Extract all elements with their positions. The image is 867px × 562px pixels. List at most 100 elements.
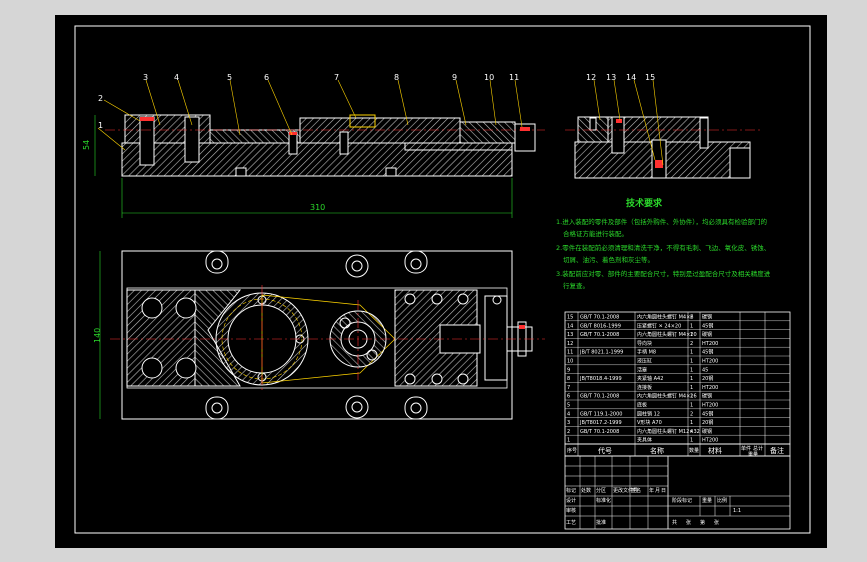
front-view: 310 54 — [82, 114, 545, 218]
parts-cell-no: 14 — [567, 323, 573, 329]
parts-cell-name: V形块 A70 — [637, 419, 662, 426]
parts-cell-mat: 碳钢 — [702, 314, 712, 321]
title-block-label: 年 — [649, 487, 654, 494]
parts-cell-mat: HT200 — [702, 438, 718, 444]
title-block-label: 重量 — [702, 497, 712, 504]
callout-13: 13 — [606, 73, 616, 82]
parts-cell-mat: 碳钢 — [702, 428, 712, 435]
parts-cell-mat: 45 — [702, 367, 708, 373]
tech-line-4: 切屑、油污、着色剂和灰尘等。 — [563, 255, 654, 264]
callout-10: 10 — [484, 73, 494, 82]
title-block-scale: 1:1 — [733, 508, 741, 514]
parts-cell-mat: 碳钢 — [702, 331, 712, 338]
callout-11: 11 — [509, 73, 519, 82]
side-view-callouts: 12 13 14 15 — [586, 73, 664, 166]
title-block-label: 处数 — [581, 487, 591, 494]
callout-8: 8 — [394, 73, 399, 82]
title-block-label: 阶段标记 — [672, 497, 692, 504]
tech-line-3: 2.零件在装配前必须清理和清洗干净，不得有毛刺、飞边、氧化皮、锈蚀、 — [556, 243, 770, 252]
parts-cell-no: 11 — [567, 350, 573, 356]
parts-cell-no: 2 — [567, 429, 570, 435]
parts-cell-mat: 20钢 — [702, 375, 713, 382]
title-block-label: 日 — [661, 488, 666, 494]
sheet-border — [74, 25, 811, 534]
parts-cell-name: 连接板 — [637, 384, 652, 391]
title-block-label: 比例 — [717, 497, 727, 504]
title-block-label: 设计 — [566, 497, 576, 504]
callout-5: 5 — [227, 73, 232, 82]
parts-cell-qty: 1 — [690, 332, 693, 338]
parts-cell-name: 压紧螺钉 ✕ 24×20 — [637, 322, 681, 329]
parts-cell-no: 6 — [567, 394, 570, 400]
parts-cell-no: 3 — [567, 420, 570, 426]
callout-9: 9 — [452, 73, 457, 82]
parts-cell-no: 1 — [567, 438, 570, 444]
parts-cell-no: 4 — [567, 411, 570, 417]
parts-cell-no: 5 — [567, 403, 570, 409]
dim-length: 310 — [310, 203, 325, 212]
callout-6: 6 — [264, 73, 269, 82]
parts-cell-name: 夹具体 — [637, 437, 652, 444]
title-block-label: 更改文件号 — [613, 487, 638, 494]
parts-cell-name: 底板 — [637, 402, 647, 409]
hdr-qty: 数量 — [689, 447, 699, 454]
parts-cell-qty: 1 — [690, 385, 693, 391]
parts-cell-qty: 2 — [690, 341, 693, 347]
hdr-remark: 备注 — [770, 446, 784, 455]
parts-cell-qty: 1 — [690, 359, 693, 365]
hdr-weight: 重量 — [748, 451, 758, 458]
parts-cell-code: JB/T 8021.1-1999 — [579, 350, 623, 356]
title-block-label: 月 — [655, 488, 660, 494]
parts-cell-qty: 1 — [690, 376, 693, 382]
parts-cell-name: 液压缸 — [637, 358, 652, 365]
parts-cell-no: 7 — [567, 385, 570, 391]
callout-3: 3 — [143, 73, 148, 82]
tech-line-6: 行复查。 — [563, 281, 589, 290]
parts-cell-qty: 1 — [690, 350, 693, 356]
parts-cell-mat: HT200 — [702, 403, 718, 409]
parts-cell-code: GB/T 70.1-2008 — [580, 332, 619, 338]
parts-cell-code: JB/T8017.2-1999 — [579, 420, 622, 426]
title-block-label: 签名 — [631, 487, 641, 494]
parts-cell-no: 15 — [567, 315, 573, 321]
callout-1: 1 — [98, 121, 103, 130]
parts-cell-no: 9 — [567, 367, 570, 373]
hdr-total-weight: 总计 — [753, 445, 763, 452]
title-block-label: 批准 — [596, 519, 606, 526]
tech-line-1: 1.进入装配的零件及部件（包括外购件、外协件），均必须具有检验部门的 — [556, 217, 767, 226]
parts-cell-mat: 碳钢 — [702, 393, 712, 400]
parts-cell-no: 13 — [567, 332, 573, 338]
parts-cell-mat: HT200 — [702, 385, 718, 391]
parts-cell-mat: HT200 — [702, 359, 718, 365]
parts-cell-mat: 45钢 — [702, 322, 713, 329]
top-view: 140 — [93, 250, 545, 420]
hdr-name: 名称 — [650, 446, 664, 455]
parts-cell-name: 内六角圆柱头螺钉 M4×6 — [637, 314, 693, 321]
callout-4: 4 — [174, 73, 179, 82]
parts-cell-name: 夹紧轴 A42 — [637, 375, 663, 382]
parts-cell-name: 内六角圆柱头螺钉 M12×32 — [637, 428, 700, 435]
parts-cell-qty: 1 — [690, 323, 693, 329]
parts-cell-name: 导向块 — [637, 340, 652, 347]
parts-cell-name: 内六角圆柱头螺钉 M4×16 — [637, 393, 697, 400]
tech-title: 技术要求 — [626, 197, 663, 209]
parts-cell-code: JB/T8018.4-1999 — [579, 376, 622, 382]
parts-cell-no: 8 — [567, 376, 570, 382]
parts-cell-mat: 45钢 — [702, 349, 713, 356]
parts-cell-mat: HT200 — [702, 341, 718, 347]
parts-cell-qty: 2 — [690, 315, 693, 321]
hdr-unit-weight: 单件 — [741, 445, 751, 452]
hdr-mat: 材料 — [708, 446, 722, 455]
parts-cell-no: 10 — [567, 359, 573, 365]
parts-cell-code: GB/T 70.1-2008 — [580, 429, 619, 435]
title-block-label: 张 — [686, 519, 691, 526]
callout-12: 12 — [586, 73, 596, 82]
title-block-label: 标记 — [566, 487, 576, 494]
parts-cell-code: GB/T 70.1-2008 — [580, 394, 619, 400]
parts-cell-name: 圆柱销 12 — [637, 410, 660, 417]
dim-width: 140 — [93, 328, 102, 343]
hdr-no: 序号 — [567, 447, 577, 454]
parts-cell-name: 活塞 — [637, 366, 647, 373]
sheet-background — [55, 15, 827, 548]
